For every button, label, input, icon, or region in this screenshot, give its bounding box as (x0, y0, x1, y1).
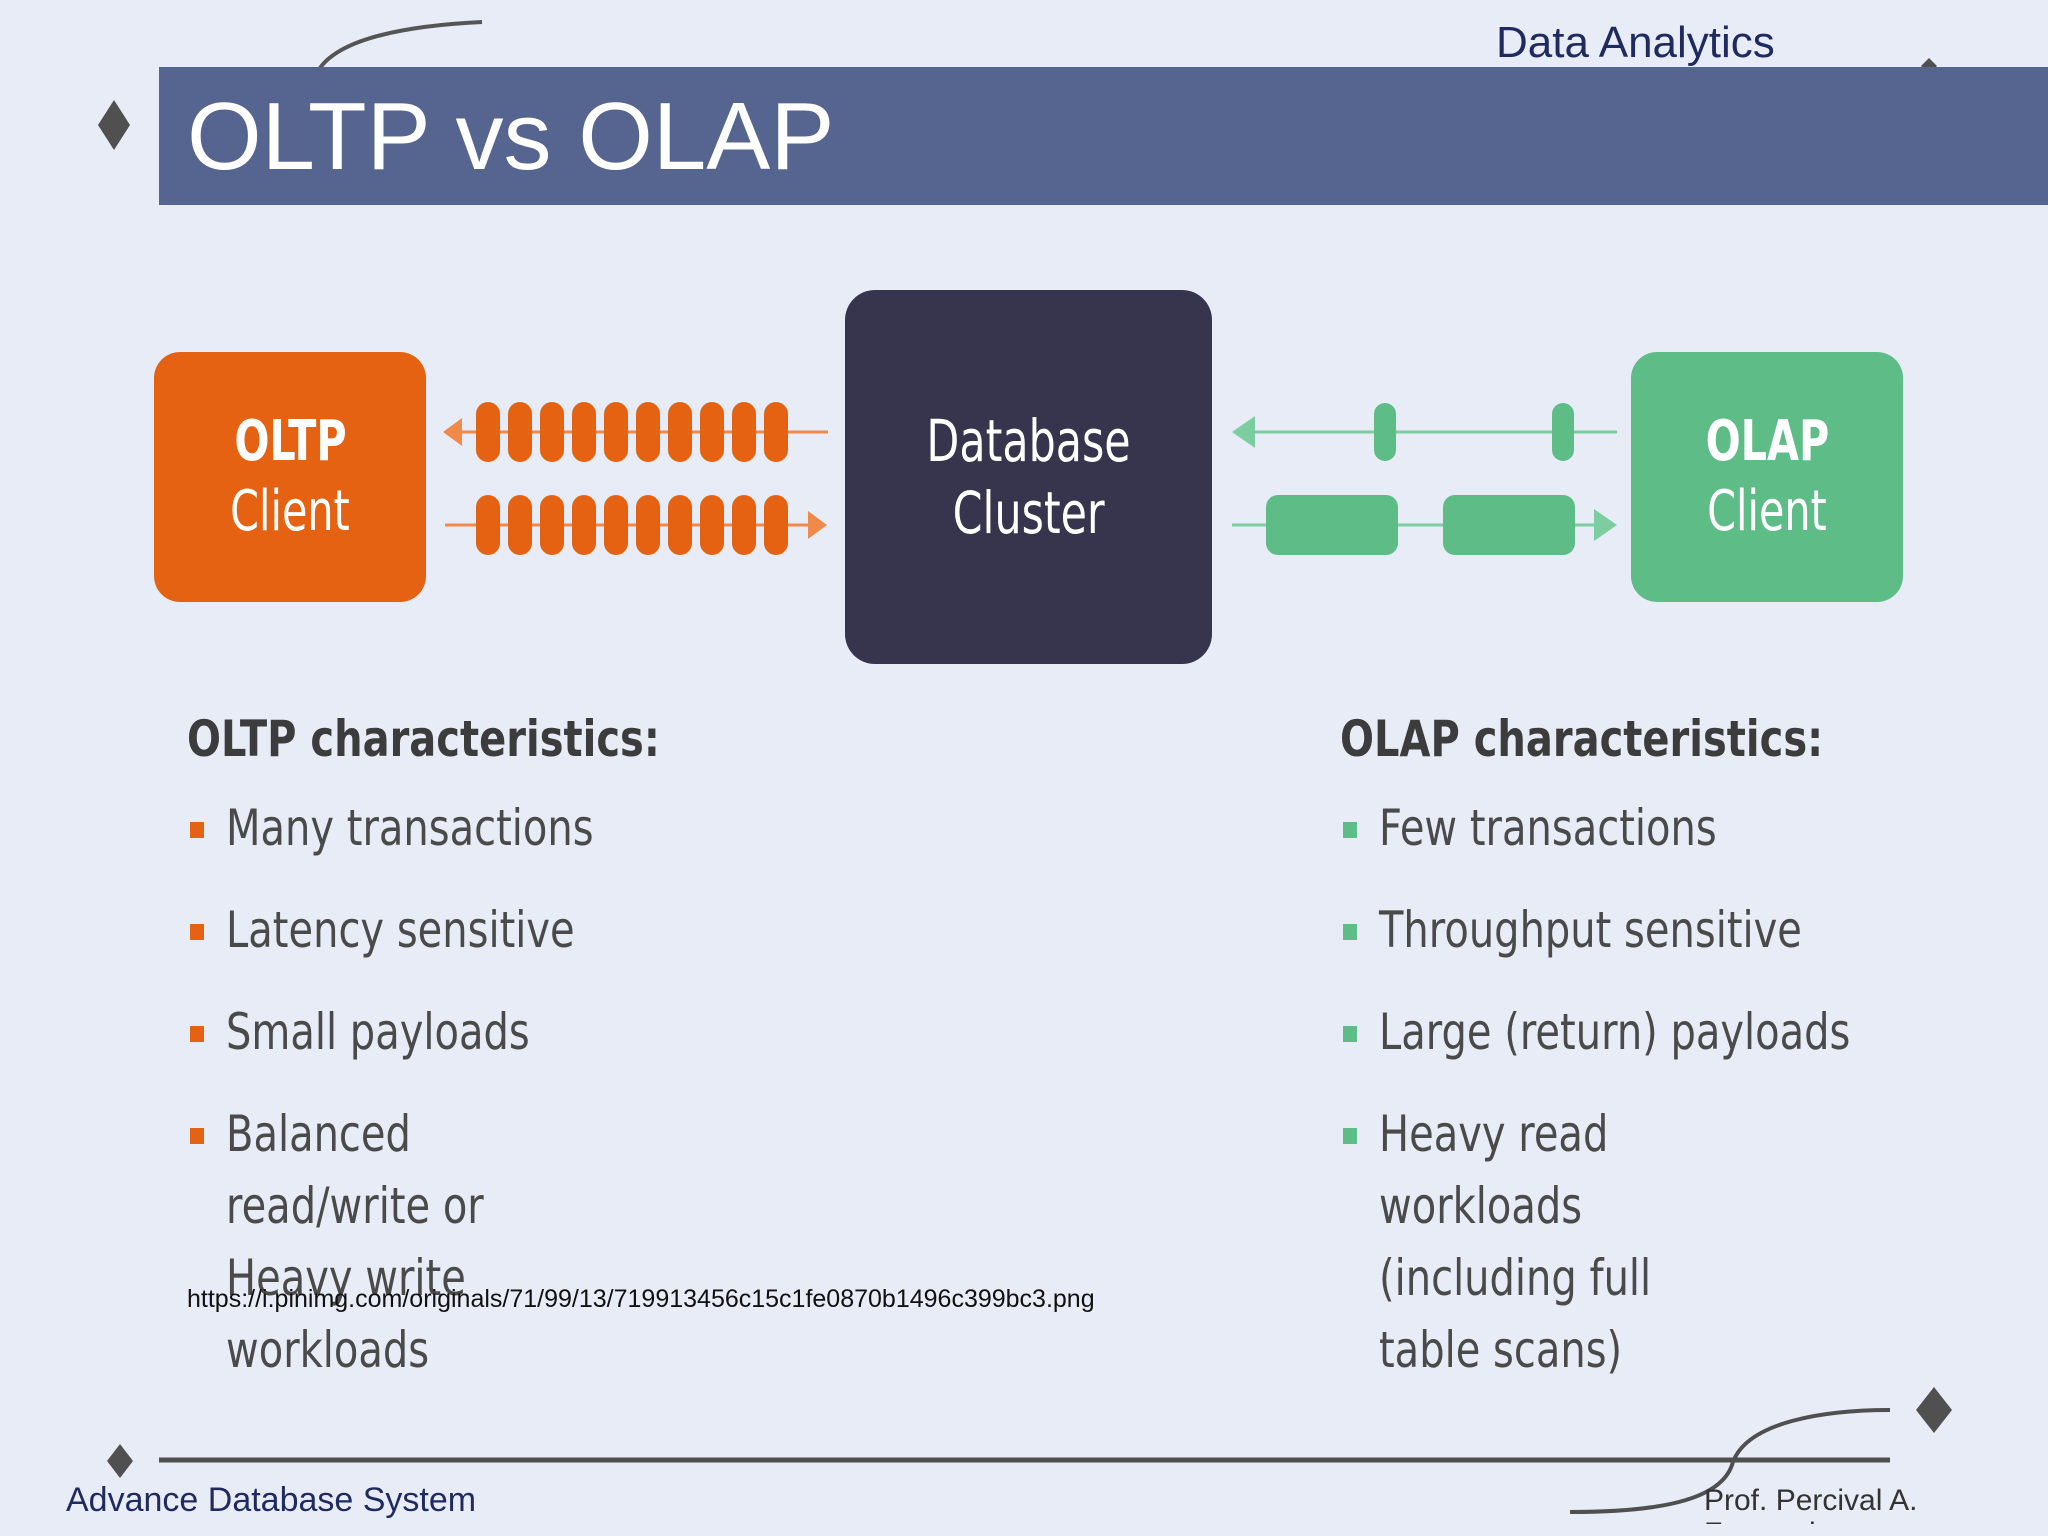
bullet-icon (190, 924, 204, 940)
course-label: Data Analytics (1496, 18, 1775, 67)
transaction-pill (732, 495, 756, 555)
list-item: Large (return) payloads (1343, 996, 1968, 1068)
transaction-pill (700, 402, 724, 462)
title-bar (159, 67, 2048, 205)
transaction-pill (540, 495, 564, 555)
list-item: Heavy read workloads (including full tab… (1343, 1098, 1968, 1386)
transaction-pill (604, 402, 628, 462)
transaction-pill (540, 402, 564, 462)
olap-box-line2: Client (1707, 479, 1827, 544)
transaction-pill (668, 495, 692, 555)
db-box-line2: Cluster (952, 479, 1105, 547)
olap-characteristics-list: Few transactions Throughput sensitive La… (1343, 792, 1968, 1416)
diamond-icon (98, 100, 130, 150)
list-item: Latency sensitive (190, 894, 696, 966)
transaction-pill (476, 402, 500, 462)
arrow-left-icon (1232, 416, 1255, 448)
db-box-line1: Database (926, 406, 1131, 475)
transaction-pill (604, 495, 628, 555)
bullet-icon (1343, 822, 1357, 838)
arrow-right-icon (808, 511, 827, 539)
transaction-pill (572, 402, 596, 462)
slide-title: OLTP vs OLAP (187, 83, 835, 190)
list-item: Balanced read/write or Heavy write workl… (190, 1098, 696, 1386)
olap-box-line1: OLAP (1705, 409, 1829, 474)
transaction-pill (764, 402, 788, 462)
footer-course-name: Advance Database System (66, 1481, 477, 1519)
transaction-pill (476, 495, 500, 555)
database-cluster-box: Database Cluster (845, 290, 1212, 664)
transaction-pill (636, 402, 660, 462)
top-swoosh-line (318, 20, 483, 70)
transaction-pill (700, 495, 724, 555)
bullet-icon (190, 1026, 204, 1042)
oltp-heading: OLTP characteristics: (187, 710, 660, 768)
olap-request-flow (1232, 403, 1617, 461)
oltp-request-flow (443, 402, 828, 462)
oltp-characteristics-list: Many transactions Latency sensitive Smal… (190, 792, 696, 1416)
transaction-pill (572, 495, 596, 555)
transaction-pill (668, 402, 692, 462)
arrow-left-icon (443, 418, 462, 446)
olap-response-flow (1232, 495, 1617, 555)
transaction-pill (764, 495, 788, 555)
transaction-pill (636, 495, 660, 555)
footer-professor-name: Prof. Percival A. Fernandez (1704, 1484, 1918, 1524)
list-item: Many transactions (190, 792, 696, 864)
arrow-right-icon (1594, 509, 1617, 541)
transaction-pill (508, 495, 532, 555)
diamond-icon (107, 1444, 133, 1478)
oltp-response-flow (445, 495, 827, 555)
list-item: Throughput sensitive (1343, 894, 1968, 966)
transaction-pill (508, 402, 532, 462)
oltp-client-box: OLTP Client (154, 352, 426, 602)
bullet-icon (190, 1128, 204, 1144)
source-url-link[interactable]: https://i.pinimg.com/originals/71/99/13/… (187, 1285, 1095, 1313)
bullet-icon (1343, 1128, 1357, 1144)
bullet-icon (190, 822, 204, 838)
olap-client-box: OLAP Client (1631, 352, 1903, 602)
bullet-icon (1343, 1026, 1357, 1042)
olap-heading: OLAP characteristics: (1340, 710, 1824, 768)
oltp-box-line1: OLTP (233, 409, 347, 474)
transaction-pill (732, 402, 756, 462)
bullet-icon (1343, 924, 1357, 940)
list-item: Small payloads (190, 996, 696, 1068)
oltp-box-line2: Client (230, 479, 350, 544)
list-item: Few transactions (1343, 792, 1968, 864)
